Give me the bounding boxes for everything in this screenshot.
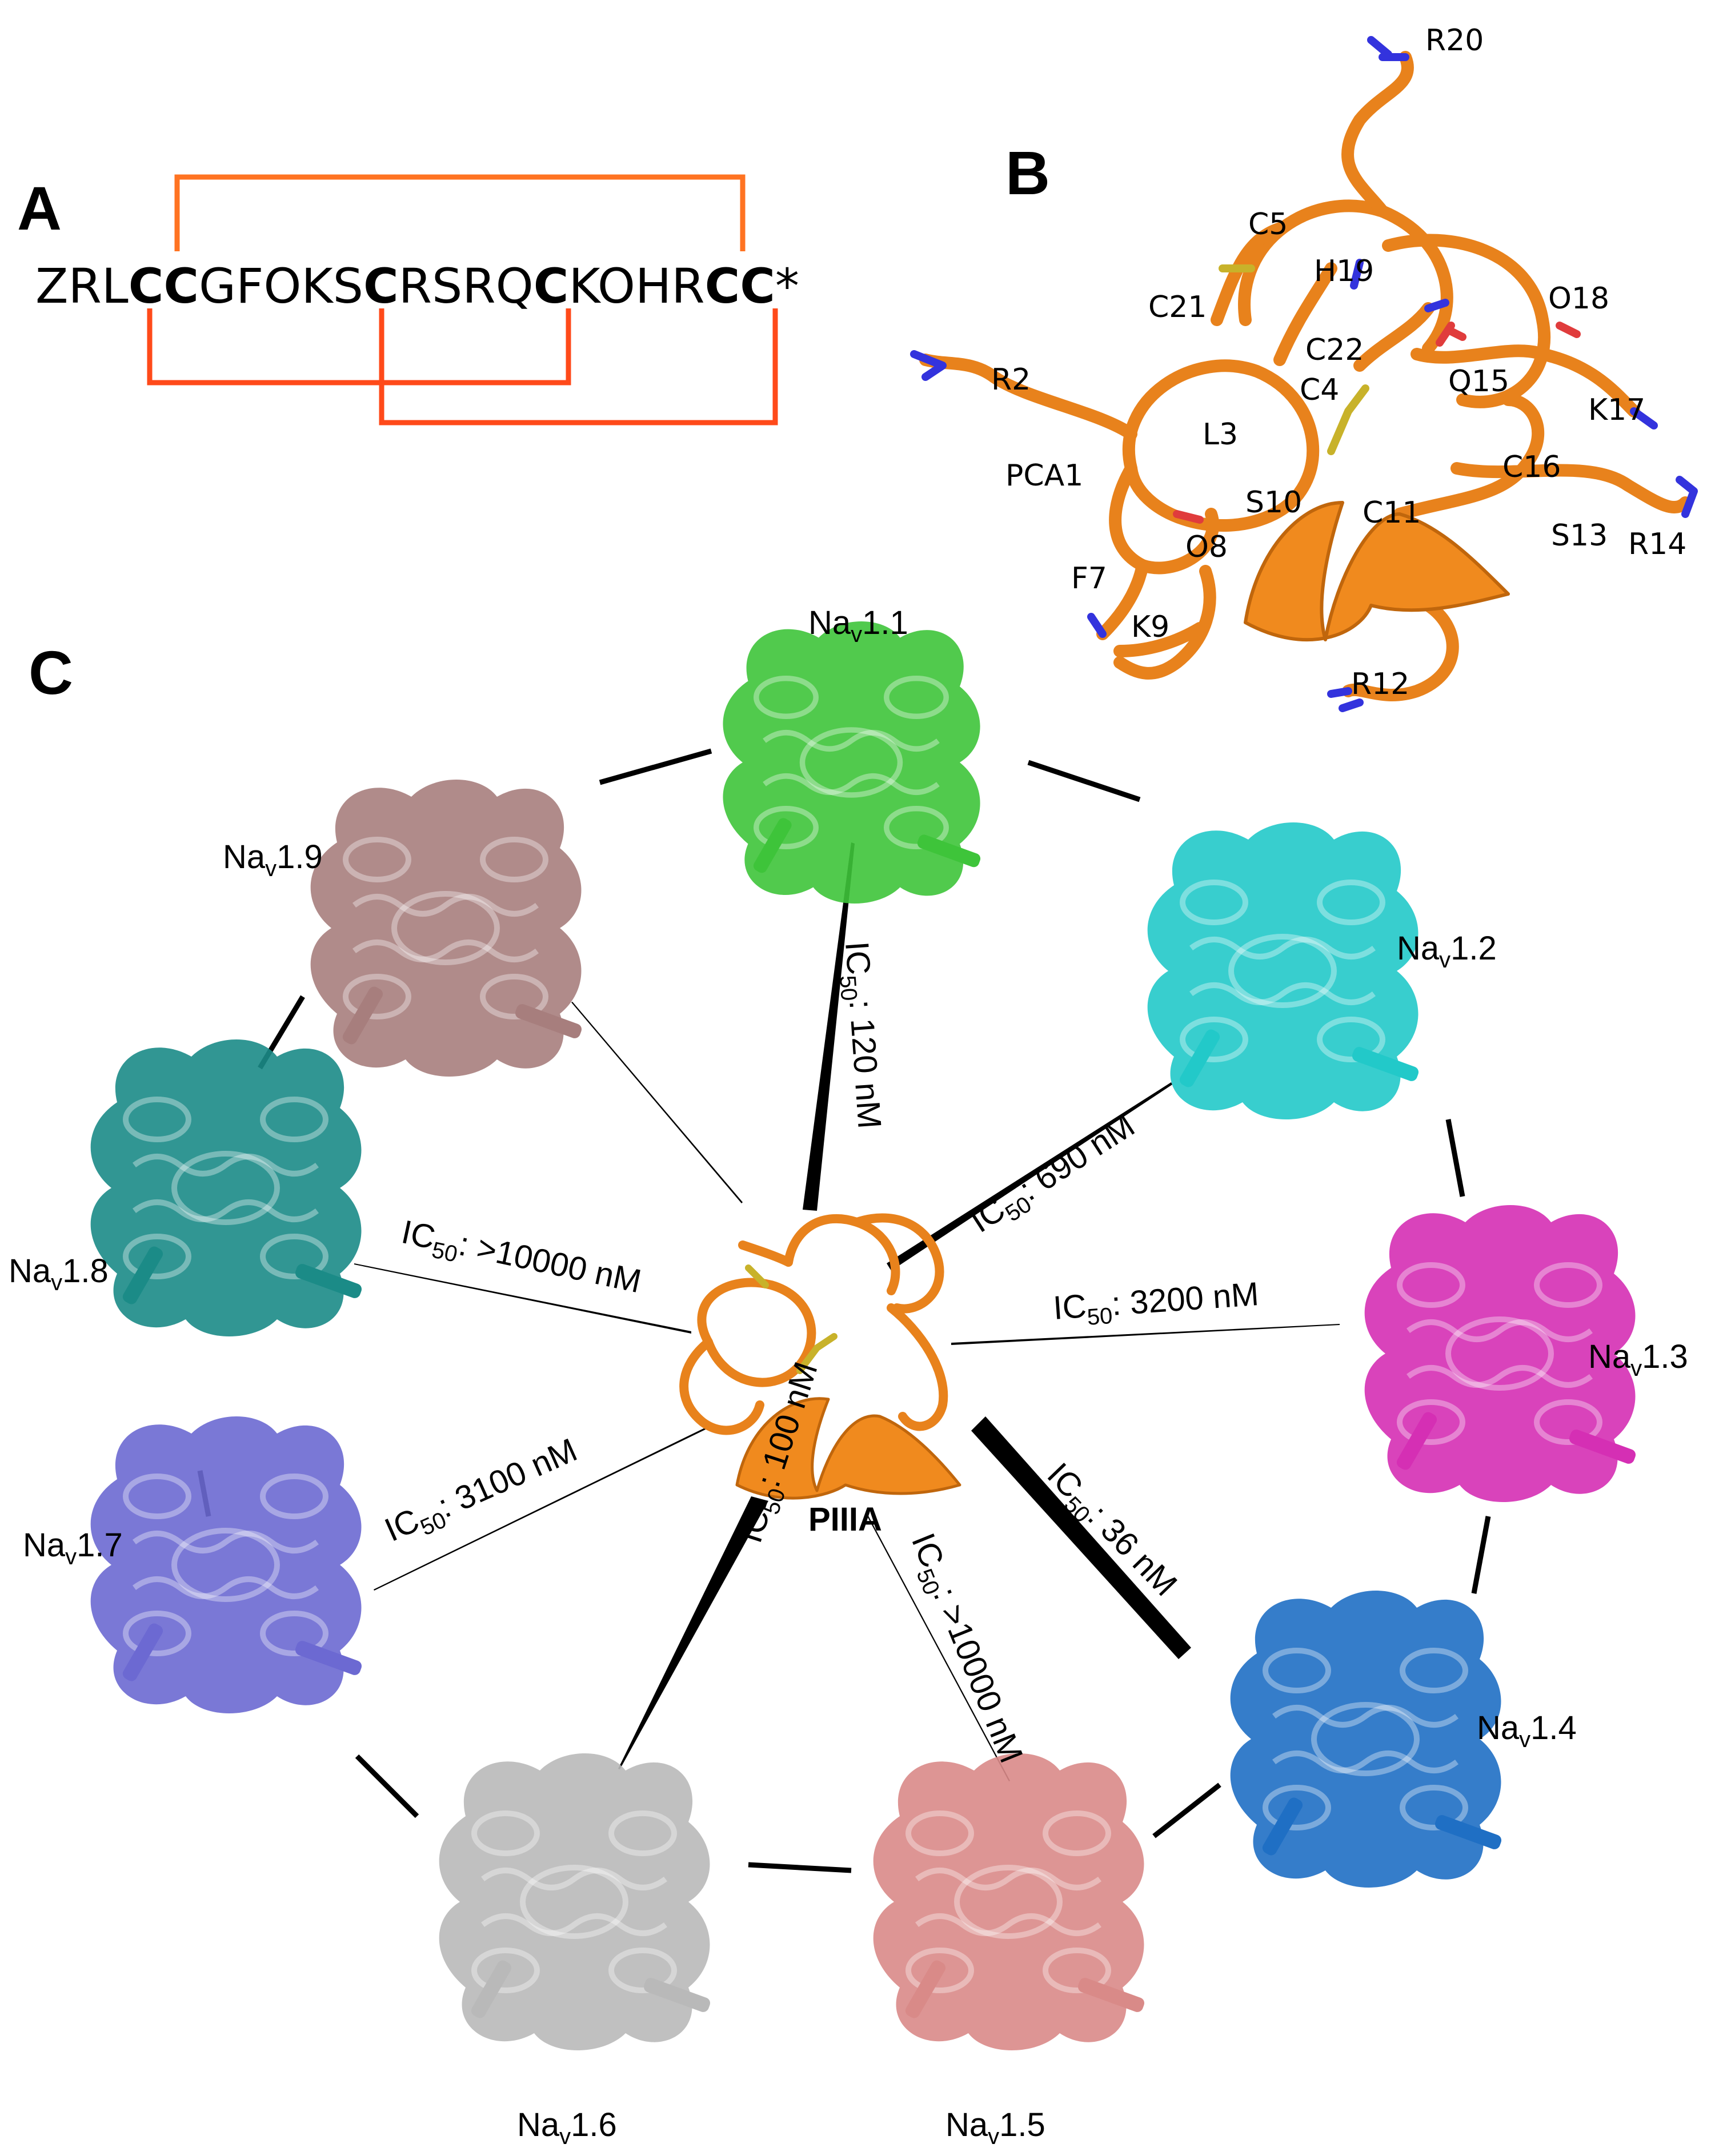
residue-label-c16: C16 [1502, 450, 1561, 484]
ic50-label-3: IC50: 36 nM [1036, 1456, 1184, 1607]
peptide-3d-structure [910, 36, 1698, 712]
residue-label-c22: C22 [1305, 333, 1364, 367]
residue-label-c4: C4 [1300, 373, 1339, 407]
connector-nav1.3 [951, 1324, 1340, 1345]
channel-structure-nav1.8 [91, 1039, 363, 1336]
channel-label-nav1.6: Nav1.6 [517, 2106, 617, 2149]
connector-nav1.4 [971, 1416, 1191, 1659]
ic50-label-7: IC50: >10000 nM [397, 1213, 644, 1306]
residue-label-r2: R2 [991, 363, 1031, 397]
residue-label-s10: S10 [1245, 485, 1302, 520]
cysteine-residue: CC [705, 258, 775, 314]
residue-label-q15: Q15 [1448, 364, 1509, 399]
ic50-label-0: IC50: 120 nM [832, 940, 888, 1130]
channel-structure-nav1.7 [91, 1416, 363, 1713]
peptide-sequence: ZRLCCGFOKSCRSRQCKOHRCC* [35, 258, 799, 314]
residue-label-k9: K9 [1131, 610, 1169, 644]
channel-label-nav1.4: Nav1.4 [1477, 1709, 1577, 1752]
connector-nav1.6 [618, 1496, 768, 1769]
connector-nav1.2 [887, 1082, 1172, 1271]
channel-label-nav1.5: Nav1.5 [945, 2106, 1045, 2149]
residue-label-h19: H19 [1314, 254, 1374, 288]
channel-label-nav1.9: Nav1.9 [223, 838, 323, 881]
residue-label-o8: O8 [1185, 530, 1228, 564]
panel-label-a: A [17, 174, 62, 243]
channel-structure-nav1.1 [723, 621, 981, 904]
panel-label-c: C [29, 638, 73, 707]
channel-structure-nav1.4 [1231, 1591, 1503, 1888]
channel-label-nav1.8: Nav1.8 [9, 1252, 109, 1295]
ic50-label-6: IC50: 3100 nM [379, 1431, 585, 1554]
disulfide-connectivity [147, 174, 778, 425]
cysteine-residue: C [534, 258, 569, 314]
residue-label-o18: O18 [1548, 282, 1609, 316]
residue-label-r12: R12 [1351, 667, 1409, 701]
piiia-structure [679, 1213, 961, 1500]
sequence-segment: ZRL [35, 258, 129, 314]
ic50-label-4: IC50: >10000 nM [899, 1528, 1030, 1770]
disulfide-bond-c4-c21 [174, 174, 746, 251]
channel-label-nav1.2: Nav1.2 [1397, 930, 1497, 973]
channel-structure-nav1.5 [873, 1753, 1146, 2050]
residue-label-r14: R14 [1628, 527, 1686, 561]
connector-nav1.1 [803, 842, 855, 1211]
residue-label-c11: C11 [1363, 496, 1421, 530]
disulfide-bond-c5-c16 [147, 308, 571, 386]
ic50-label-1: IC50: 690 nM [964, 1107, 1144, 1245]
channel-label-nav1.1: Nav1.1 [808, 604, 908, 647]
sequence-segment: KOHR [568, 258, 704, 314]
residue-label-f7: F7 [1071, 561, 1107, 596]
residue-label-k17: K17 [1588, 393, 1645, 427]
sequence-segment: GFOKS [199, 258, 363, 314]
cysteine-residue: CC [129, 258, 199, 314]
channel-structure-nav1.9 [311, 780, 583, 1077]
channel-structure-nav1.2 [1148, 822, 1420, 1119]
channel-label-nav1.7: Nav1.7 [23, 1527, 123, 1569]
helix-ribbon [1244, 501, 1510, 642]
channel-structure-nav1.6 [439, 1753, 712, 2050]
connector-nav1.8 [354, 1263, 691, 1334]
residue-label-l3: L3 [1203, 417, 1238, 452]
residue-label-s13: S13 [1551, 519, 1608, 553]
ic50-label-2: IC50: 3200 nM [1052, 1275, 1260, 1332]
residue-label-r20: R20 [1425, 23, 1484, 58]
residue-label-pca1: PCA1 [1005, 459, 1083, 493]
disulfide-bond-c11-c22 [379, 308, 778, 425]
connector-nav1.9 [571, 1002, 743, 1203]
sequence-segment: * [775, 258, 799, 314]
sequence-segment: RSRQ [399, 258, 534, 314]
piiia-label: PIIIA [808, 1501, 882, 1538]
channel-label-nav1.3: Nav1.3 [1588, 1338, 1688, 1381]
residue-label-c21: C21 [1148, 290, 1207, 324]
connector-nav1.7 [374, 1426, 709, 1591]
panel-label-b: B [1005, 138, 1050, 207]
cysteine-residue: C [363, 258, 399, 314]
connector-nav1.5 [867, 1516, 1010, 1781]
residue-label-c5: C5 [1248, 207, 1288, 242]
ic50-connectors [354, 842, 1340, 1781]
